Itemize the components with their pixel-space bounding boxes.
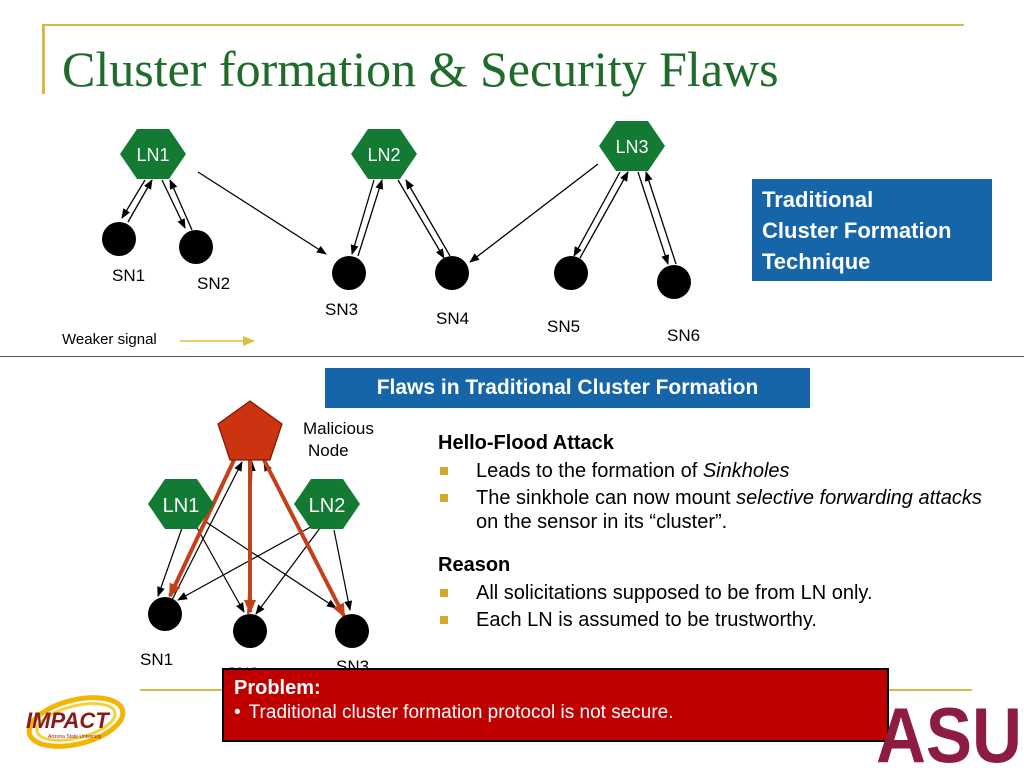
bullet-2-italic: selective forwarding attacks — [736, 487, 982, 509]
problem-bullet: •Traditional cluster formation protocol … — [234, 702, 674, 723]
bottom-diagram: LN1 LN2 SN1 SN2 SN3 — [140, 400, 369, 683]
bottom-leader-node-ln1: LN1 — [148, 479, 214, 529]
top-sn6-label: SN6 — [667, 326, 700, 345]
top-sensor-node-sn4 — [435, 256, 469, 290]
bullet-square-icon — [440, 467, 448, 475]
impact-logo: IMPACT Arizona State University — [26, 695, 126, 749]
reason-bullet-2-text: Each LN is assumed to be trustworthy. — [476, 609, 817, 631]
bullet-1-text: Leads to the formation of — [476, 460, 703, 482]
reason-heading: Reason — [438, 554, 511, 576]
bullet-1-italic: Sinkholes — [702, 460, 790, 482]
malicious-node — [217, 400, 283, 461]
top-sensor-node-sn5 — [554, 256, 588, 290]
top-sn5-label: SN5 — [547, 317, 580, 336]
top-leader-node-ln3: LN3 — [599, 121, 665, 171]
bottom-leader-node-ln2: LN2 — [294, 479, 360, 529]
top-sensor-node-sn1 — [102, 222, 136, 256]
flaws-text-area: Hello-Flood Attack Leads to the formatio… — [438, 430, 1008, 632]
flaws-banner: Flaws in Traditional Cluster Formation — [325, 368, 810, 408]
impact-logo-subtext: Arizona State University — [48, 734, 102, 740]
traditional-box-line-3: Technique — [762, 249, 871, 274]
bottom-malicious-arrows — [168, 459, 346, 618]
problem-box: Problem: •Traditional cluster formation … — [222, 668, 889, 742]
hello-flood-bullet-2: The sinkhole can now mount selective for… — [438, 486, 1008, 534]
bullet-square-icon — [440, 616, 448, 624]
bottom-sensor-node-sn3 — [335, 614, 369, 648]
bullet-square-icon — [440, 494, 448, 502]
hello-flood-bullet-1: Leads to the formation of Sinkholes — [438, 459, 1008, 483]
top-sensor-node-sn2 — [179, 230, 213, 264]
bottom-ln1-label: LN1 — [163, 495, 200, 517]
malicious-label-line-2: Node — [308, 441, 349, 460]
impact-logo-text: IMPACT — [26, 708, 110, 733]
top-sn2-label: SN2 — [197, 274, 230, 293]
bottom-sensor-node-sn1 — [148, 597, 182, 631]
bullet-2-text: The sinkhole can now mount — [476, 487, 737, 509]
top-sensor-node-sn6 — [657, 265, 691, 299]
problem-bullet-text: Traditional cluster formation protocol i… — [248, 702, 674, 723]
page-title: Cluster formation & Security Flaws — [62, 41, 779, 97]
bullet-square-icon — [440, 589, 448, 597]
hello-flood-heading: Hello-Flood Attack — [438, 432, 614, 454]
top-sn1-label: SN1 — [112, 266, 145, 285]
bullet-2-rest: on the sensor in its “cluster”. — [476, 511, 728, 533]
malicious-node-label: Malicious Node — [303, 418, 374, 462]
top-leader-node-ln2: LN2 — [351, 129, 417, 179]
top-sn3-label: SN3 — [325, 300, 358, 319]
traditional-technique-box: Traditional Cluster Formation Technique — [752, 179, 992, 281]
bottom-sensor-node-sn2 — [233, 614, 267, 648]
traditional-box-line-2: Cluster Formation — [762, 218, 952, 243]
bottom-ln2-label: LN2 — [309, 495, 346, 517]
malicious-label-line-1: Malicious — [303, 419, 374, 438]
problem-heading: Problem: — [234, 677, 321, 699]
top-arrows — [121, 163, 677, 265]
section-divider — [0, 356, 1024, 357]
top-sn4-label: SN4 — [436, 309, 469, 328]
top-ln2-label: LN2 — [367, 145, 400, 165]
reason-bullet-1: All solicitations supposed to be from LN… — [438, 581, 1008, 605]
top-leader-node-ln1: LN1 — [120, 129, 186, 179]
gold-top-rule — [42, 24, 964, 26]
top-ln1-label: LN1 — [136, 145, 169, 165]
top-sensor-node-sn3 — [332, 256, 366, 290]
gold-vertical-rule — [42, 24, 45, 94]
asu-logo: ASU — [876, 692, 1022, 768]
traditional-box-line-1: Traditional — [762, 187, 874, 212]
reason-bullet-1-text: All solicitations supposed to be from LN… — [476, 582, 873, 604]
weaker-signal-label: Weaker signal — [62, 331, 157, 348]
top-diagram: LN1 LN2 LN3 SN1 SN2 SN3 SN4 SN5 SN6 — [102, 121, 700, 346]
bottom-sn1-label: SN1 — [140, 650, 173, 669]
reason-bullet-2: Each LN is assumed to be trustworthy. — [438, 608, 1008, 632]
asu-logo-text: ASU — [876, 692, 1022, 768]
top-ln3-label: LN3 — [615, 137, 648, 157]
